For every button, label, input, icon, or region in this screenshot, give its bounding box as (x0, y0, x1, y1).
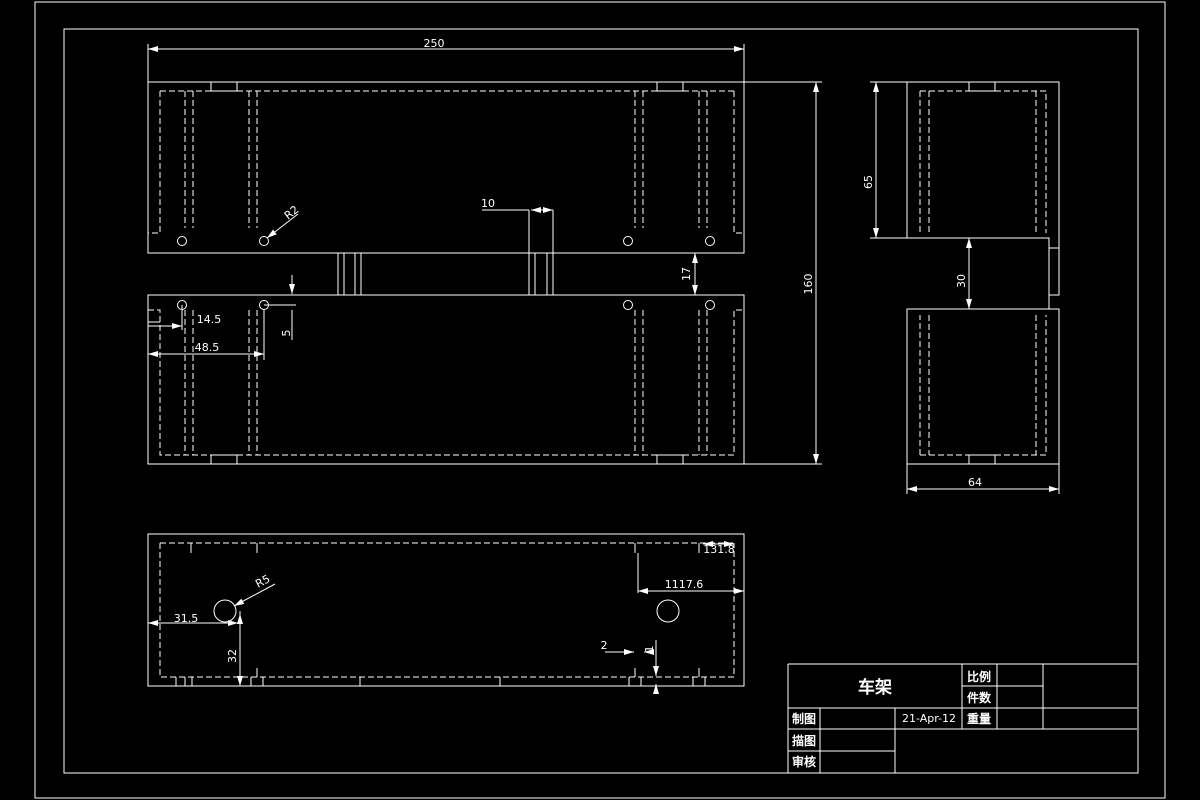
lower-panel (147, 294, 745, 465)
dim-64: 64 (968, 476, 982, 489)
quantity-label: 件数 (967, 690, 992, 705)
outer-border (34, 1, 1166, 799)
traced-by-label: 描图 (792, 733, 816, 748)
mount-hole (623, 236, 633, 246)
dim-10: 10 (481, 197, 495, 210)
weight-label: 重量 (967, 711, 991, 726)
mount-hole (705, 300, 715, 310)
mount-hole (177, 236, 187, 246)
dim-17: 17 (680, 267, 693, 281)
drawn-by-label: 制图 (792, 711, 816, 726)
large-hole (656, 599, 680, 623)
dim-32: 32 (226, 649, 239, 663)
dim-250: 250 (424, 37, 445, 50)
dim-1117-6: 1117.6 (665, 578, 704, 591)
dim-14-5: 14.5 (197, 313, 222, 326)
base-plate (147, 533, 745, 687)
dim-1: 1 (643, 646, 656, 653)
mount-hole (623, 300, 633, 310)
date-value: 21-Apr-12 (902, 712, 956, 725)
dim-30: 30 (955, 274, 968, 288)
scale-label: 比例 (967, 669, 991, 684)
large-hole (213, 599, 237, 623)
inner-border (63, 28, 1139, 774)
side-profile (906, 81, 1060, 465)
front-view: 250 160 17 10 R2 5 14.5 48.5 (147, 37, 822, 465)
checked-by-label: 审核 (792, 754, 816, 769)
mount-hole (259, 236, 269, 246)
side-view: 65 30 64 (862, 81, 1060, 494)
dim-131-8: 131.8 (703, 543, 735, 556)
dim-r5: R5 (253, 572, 272, 590)
dim-2: 2 (601, 639, 608, 652)
mount-hole (705, 236, 715, 246)
dim-65: 65 (862, 175, 875, 189)
part-name: 车架 (858, 677, 892, 698)
upper-panel (147, 81, 745, 254)
dim-5: 5 (280, 330, 293, 337)
dim-r2: R2 (282, 203, 302, 222)
title-block: 车架 比例 件数 重量 21-Apr-12 制图 描图 审核 (787, 663, 1137, 773)
dim-160: 160 (802, 274, 815, 295)
bottom-view: R5 31.5 32 1117.6 131.8 2 1 (147, 533, 745, 694)
dim-31-5: 31.5 (174, 612, 199, 625)
dim-48-5: 48.5 (195, 341, 220, 354)
